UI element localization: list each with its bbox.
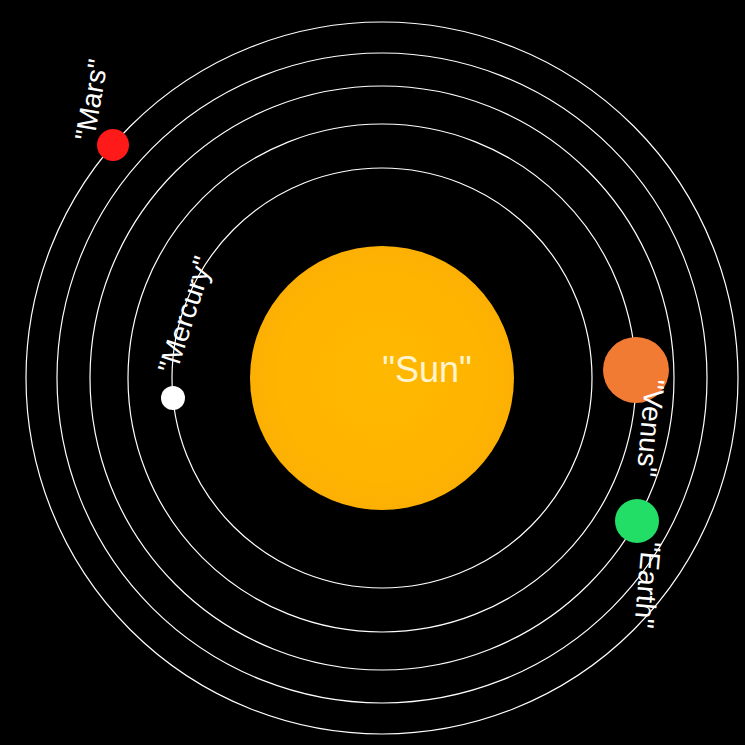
planet-label: "Mercury" xyxy=(154,253,218,377)
planet-label: "Mars" xyxy=(71,57,113,143)
orbit-ring xyxy=(57,53,707,703)
planet-earth: "Earth" xyxy=(615,499,659,543)
planet-mercury: "Mercury" xyxy=(161,386,185,410)
sun-label: "Sun" xyxy=(382,352,472,388)
orbit-ring xyxy=(172,168,592,588)
planet-mars: "Mars" xyxy=(97,129,129,161)
sun-body: "Sun" xyxy=(250,246,514,510)
planet-label: "Earth" xyxy=(629,541,664,630)
orbit-ring xyxy=(90,86,674,670)
orbit-ring xyxy=(128,124,636,632)
planet-venus: "Venus" xyxy=(603,337,669,403)
orbit-ring xyxy=(26,22,738,734)
planet-label: "Venus" xyxy=(632,378,668,478)
